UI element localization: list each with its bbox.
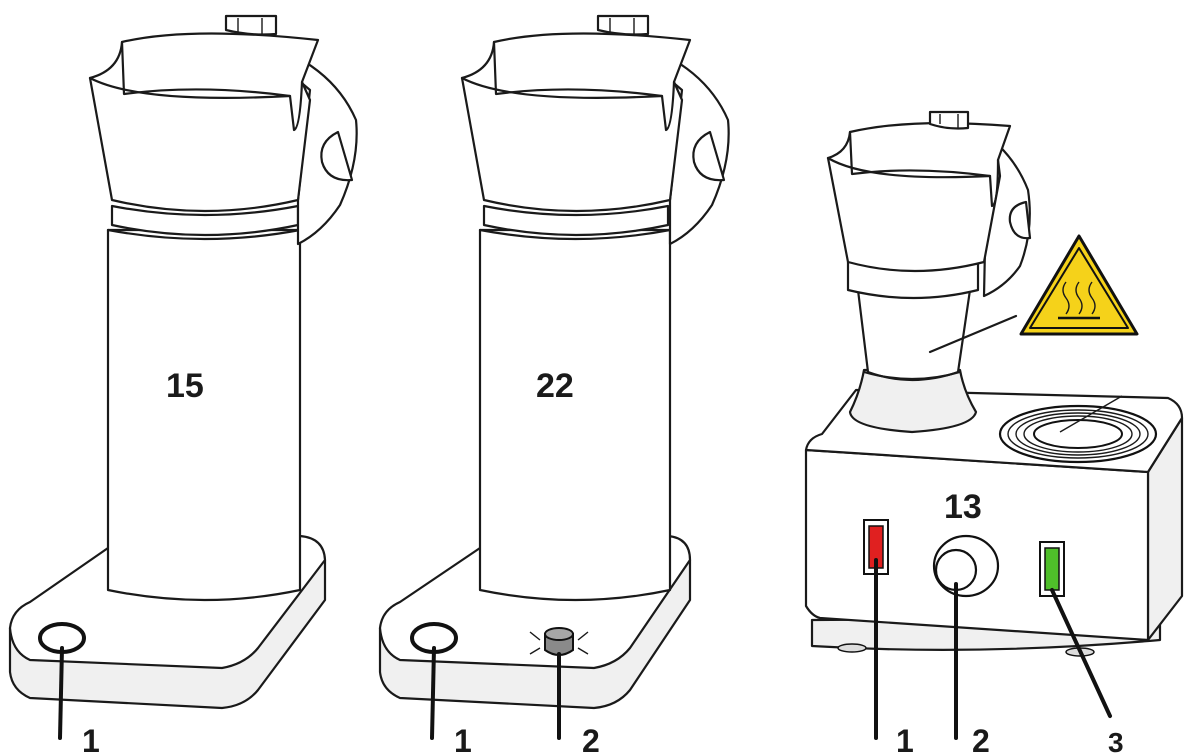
device-13-callout-2: 2 — [972, 723, 990, 756]
device-13-hot-plate — [998, 395, 1158, 464]
device-13-green-indicator-icon — [1039, 541, 1065, 597]
device-13: 13 1 2 3 — [804, 110, 1184, 756]
device-15-leader-1 — [58, 646, 64, 740]
hot-surface-warning-icon — [1019, 234, 1139, 336]
device-15-cylinder — [106, 204, 302, 602]
device-13-leader-3 — [1050, 588, 1112, 718]
device-22-callout-2: 2 — [582, 723, 600, 756]
device-13-warning-leader — [928, 314, 1018, 354]
device-22-label: 22 — [536, 367, 574, 405]
device-13-funnel — [826, 110, 1012, 273]
device-13-cone — [846, 260, 980, 434]
device-22-cylinder — [478, 204, 672, 602]
device-15-funnel — [88, 14, 320, 213]
device-13-label: 13 — [944, 488, 982, 526]
device-13-knob-icon — [932, 534, 1000, 598]
device-15-label: 15 — [166, 367, 204, 405]
device-13-callout-1: 1 — [896, 723, 914, 756]
device-13-callout-3: 3 — [1108, 727, 1124, 756]
device-22-leader-1 — [430, 646, 436, 740]
device-22: 22 1 2 — [378, 14, 730, 756]
device-22-callout-1: 1 — [454, 723, 472, 756]
device-22-funnel — [460, 14, 692, 213]
device-15: 15 1 — [8, 14, 358, 756]
device-22-knob-icon — [529, 627, 589, 656]
device-15-callout-1: 1 — [82, 723, 100, 756]
